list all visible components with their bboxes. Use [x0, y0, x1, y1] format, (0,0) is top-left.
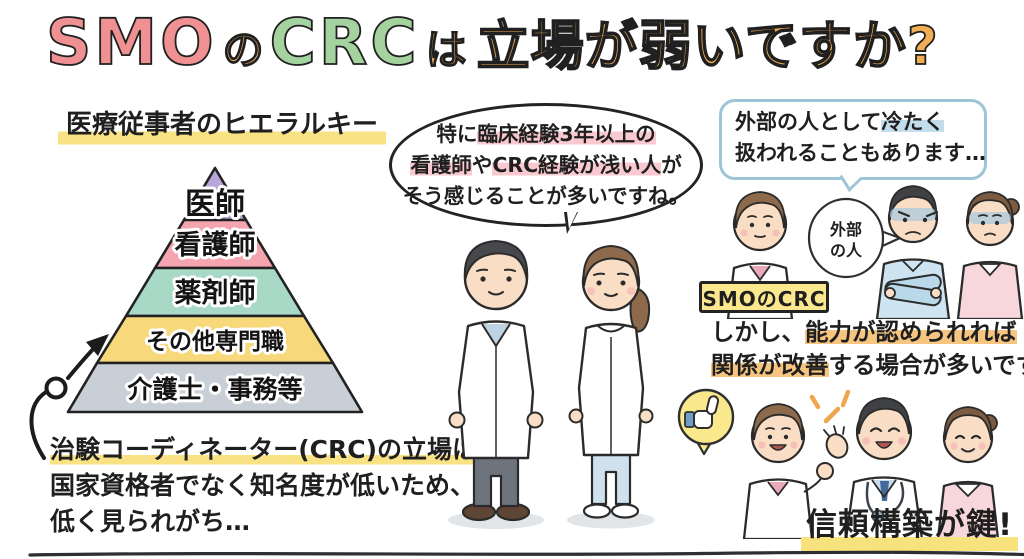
hierarchy-pyramid: 医師 看護師 薬剤師 その他専門職 介護士・事務等	[66, 166, 364, 414]
outsider-text-line1: 外部	[829, 220, 862, 239]
note-line2: 国家資格者でなく知名度が低いため、	[50, 471, 476, 500]
title-wa: は	[425, 25, 467, 74]
center-speech-bubble: 特に臨床経験3年以上の 看護師やCRC経験が浅い人が そう感じることが多いですね…	[389, 103, 703, 234]
pyramid-label-pharmacist: 薬剤師	[175, 277, 256, 309]
pyramid-level-caregiver	[66, 361, 364, 414]
smo-crc-label-text: SMOのCRC	[702, 286, 826, 311]
pyramid-label-caregiver: 介護士・事務等	[126, 375, 302, 404]
key-message-text: 信頼構築が鍵!	[806, 507, 1014, 543]
bubble-line3: そう感じることが多いですね。	[402, 183, 690, 208]
main-title: SMO の CRC は 立場が弱いですか?	[45, 4, 939, 80]
key-message: 信頼構築が鍵!	[801, 499, 1019, 552]
bubble-line2-highlight2: CRC経験が浅い人	[492, 152, 662, 177]
note-line3: 低く見られがち…	[50, 507, 251, 536]
thumbs-up-icon	[677, 388, 735, 456]
trust-team-illustration	[677, 388, 1000, 539]
happy-crc-woman-figure	[742, 403, 834, 539]
ground-line	[28, 550, 1024, 557]
improve-line1-highlight: 能力が認められれば	[805, 318, 1017, 346]
bubble-line1-highlight: 臨床経験3年以上の	[477, 121, 656, 146]
annoyed-female-staff-figure	[956, 191, 1024, 319]
smo-crc-label: SMOのCRC	[699, 281, 829, 313]
cold-line1-highlight: 冷たく	[881, 110, 945, 134]
pyramid-label-doctor: 医師	[185, 187, 245, 222]
annoyed-male-staff-figure	[875, 185, 951, 319]
improve-line1-pre: しかし、	[711, 318, 805, 346]
cold-treatment-bubble: 外部の人として冷たく 扱われることもあります…	[719, 99, 987, 180]
pyramid-label-specialist: その他専門職	[146, 328, 284, 355]
improvement-note: しかし、能力が認められれば 関係が改善する場合が多いです!	[711, 316, 1024, 382]
bubble-line2-highlight1: 看護師	[410, 152, 472, 177]
bubble-line2-post: が	[661, 152, 682, 177]
title-no: の	[222, 25, 264, 74]
cold-line1-pre: 外部の人として	[735, 110, 882, 134]
male-crc-figure	[448, 239, 544, 522]
note-line1: 治験コーディネーター(CRC)の立場は?	[50, 435, 492, 466]
hierarchy-heading: 医療従事者のヒエラルキー	[58, 104, 387, 146]
bubble-line1-pre: 特に	[436, 121, 478, 146]
outsider-speech-bubble: 外部 の人	[807, 197, 902, 279]
outsider-text-line2: の人	[830, 241, 863, 260]
pyramid-label-nurse: 看護師	[175, 229, 256, 261]
crc-pair-illustration	[448, 239, 655, 529]
title-smo: SMO	[45, 5, 217, 80]
title-crc: CRC	[269, 5, 420, 80]
cold-line2: 扱われることもあります…	[735, 141, 986, 165]
curved-arrow-icon	[29, 334, 109, 460]
improve-line2-post: する場合が多いです!	[828, 351, 1024, 379]
bubble-line2-mid: や	[471, 152, 493, 177]
sparkle-emphasis-icon	[809, 389, 851, 424]
female-crc-figure	[568, 244, 654, 519]
improve-line2-highlight: 関係が改善	[711, 351, 829, 379]
title-question: 立場が弱いですか?	[476, 15, 939, 78]
crc-position-note: 治験コーディネーター(CRC)の立場は? 国家資格者でなく知名度が低いため、 低…	[50, 432, 492, 540]
